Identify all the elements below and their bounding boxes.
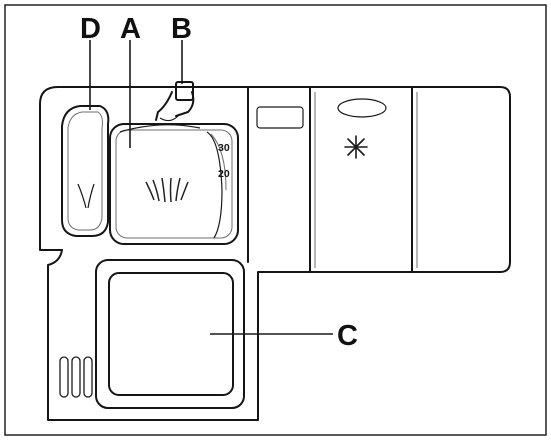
compartment-a-detergent [109, 123, 239, 245]
panel-slot [256, 106, 304, 129]
label-d: D [80, 13, 101, 45]
leader-lines [89, 40, 333, 335]
panel-dividers [247, 86, 418, 273]
label-b: B [171, 13, 192, 45]
rinse-aid-symbol-icon [344, 135, 368, 159]
scale-30-label: 30 [218, 142, 230, 154]
compartment-d-rinse-aid [61, 105, 110, 237]
scale-20-label: 20 [218, 168, 230, 180]
dispenser-housing [39, 86, 511, 421]
label-a: A [120, 13, 141, 45]
rinse-aid-indicator [337, 98, 387, 118]
lid-catch-b[interactable] [155, 81, 195, 122]
label-c: C [337, 320, 358, 352]
